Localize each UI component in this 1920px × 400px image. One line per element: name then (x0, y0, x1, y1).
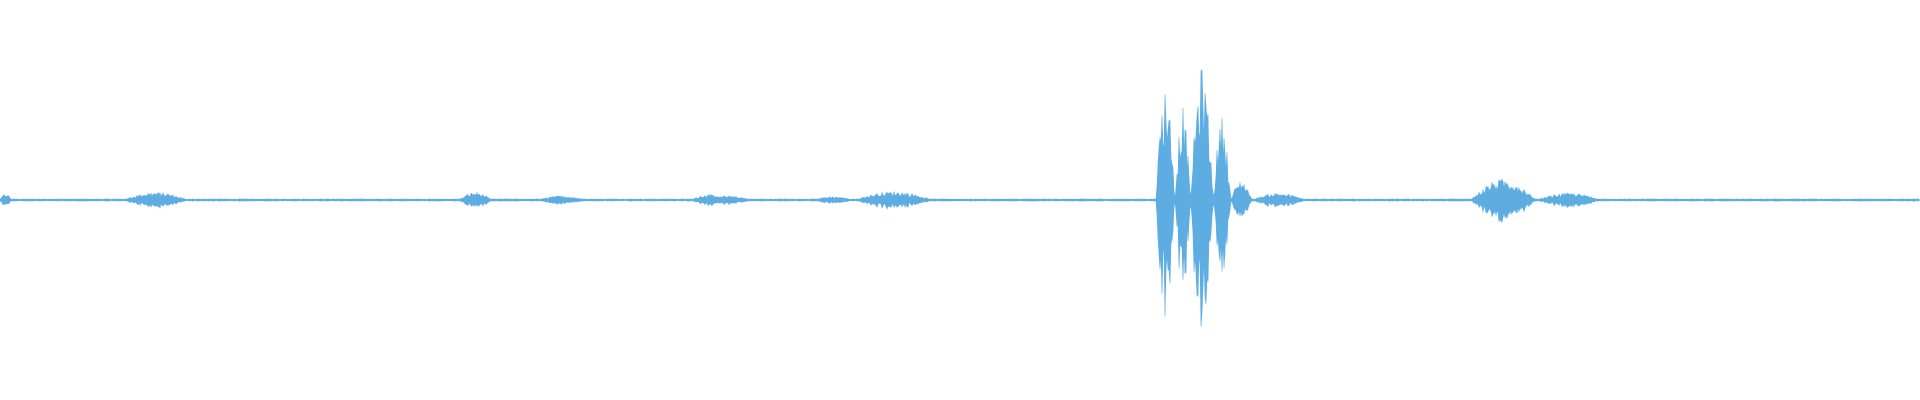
waveform-fill (0, 70, 1920, 327)
